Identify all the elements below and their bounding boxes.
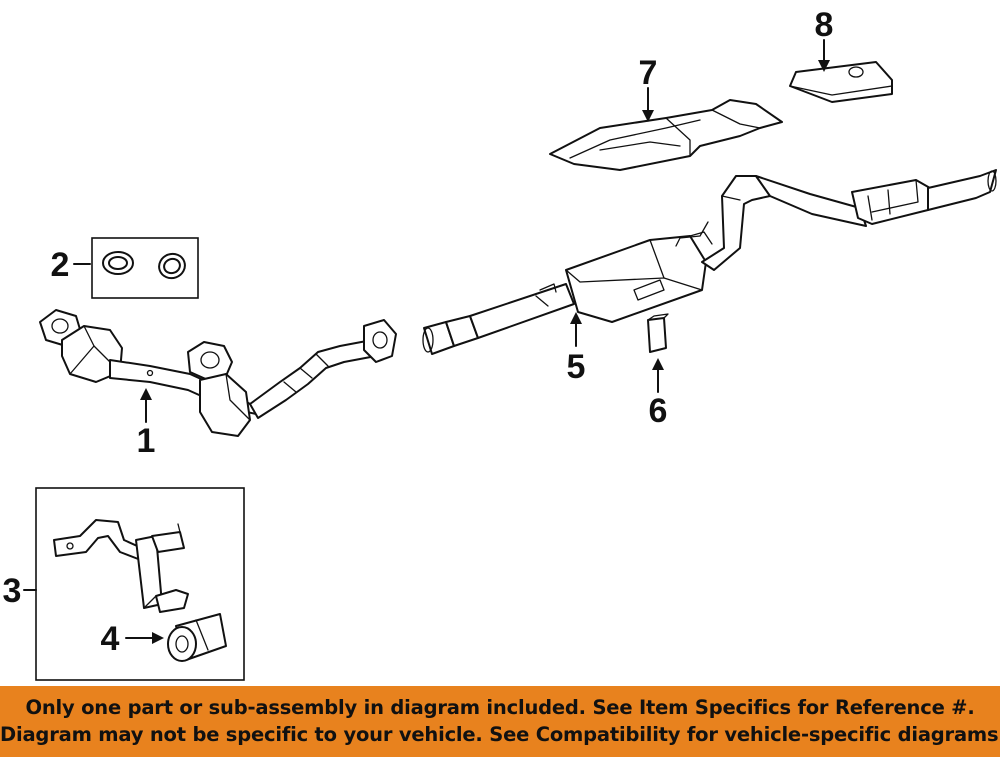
- part-4-insulator[interactable]: [167, 613, 227, 662]
- part-3-box: [35, 487, 245, 681]
- callout-7-label: 7: [639, 54, 658, 92]
- part-7-heat-shield[interactable]: [549, 99, 783, 171]
- part-5-muffler-assembly[interactable]: [422, 169, 997, 355]
- callout-4-label: 4: [101, 620, 120, 658]
- callout-1: 1: [137, 388, 156, 460]
- callout-8: 8: [815, 6, 834, 72]
- callout-5: 5: [567, 312, 586, 386]
- callout-3: 3: [3, 572, 37, 610]
- part-2-box: [91, 237, 199, 299]
- callout-2: 2: [51, 246, 91, 284]
- part-3-hanger-bracket[interactable]: [53, 519, 189, 613]
- part-1-front-pipe-converters[interactable]: [39, 309, 397, 437]
- disclaimer-line-2: Diagram may not be specific to your vehi…: [0, 723, 1000, 746]
- part-2-gaskets[interactable]: [91, 237, 199, 299]
- callout-2-label: 2: [51, 246, 70, 284]
- disclaimer-line-1: Only one part or sub-assembly in diagram…: [25, 696, 975, 719]
- part-6-hanger-insulator[interactable]: [647, 313, 669, 353]
- disclaimer-banner: Only one part or sub-assembly in diagram…: [0, 686, 1000, 757]
- parts-diagram: 8 7: [3, 6, 997, 681]
- callout-6-label: 6: [649, 392, 668, 430]
- callout-3-label: 3: [3, 572, 22, 610]
- callout-6: 6: [649, 358, 668, 430]
- gasket-left: [102, 251, 134, 275]
- part-8-bracket[interactable]: [789, 61, 893, 103]
- callout-5-label: 5: [567, 348, 586, 386]
- exhaust-system-diagram: 8 7: [3, 6, 997, 681]
- callout-7: 7: [639, 54, 658, 122]
- callout-4: 4: [101, 620, 164, 658]
- gasket-right: [158, 252, 186, 280]
- callout-8-label: 8: [815, 6, 834, 44]
- callout-1-label: 1: [137, 422, 156, 460]
